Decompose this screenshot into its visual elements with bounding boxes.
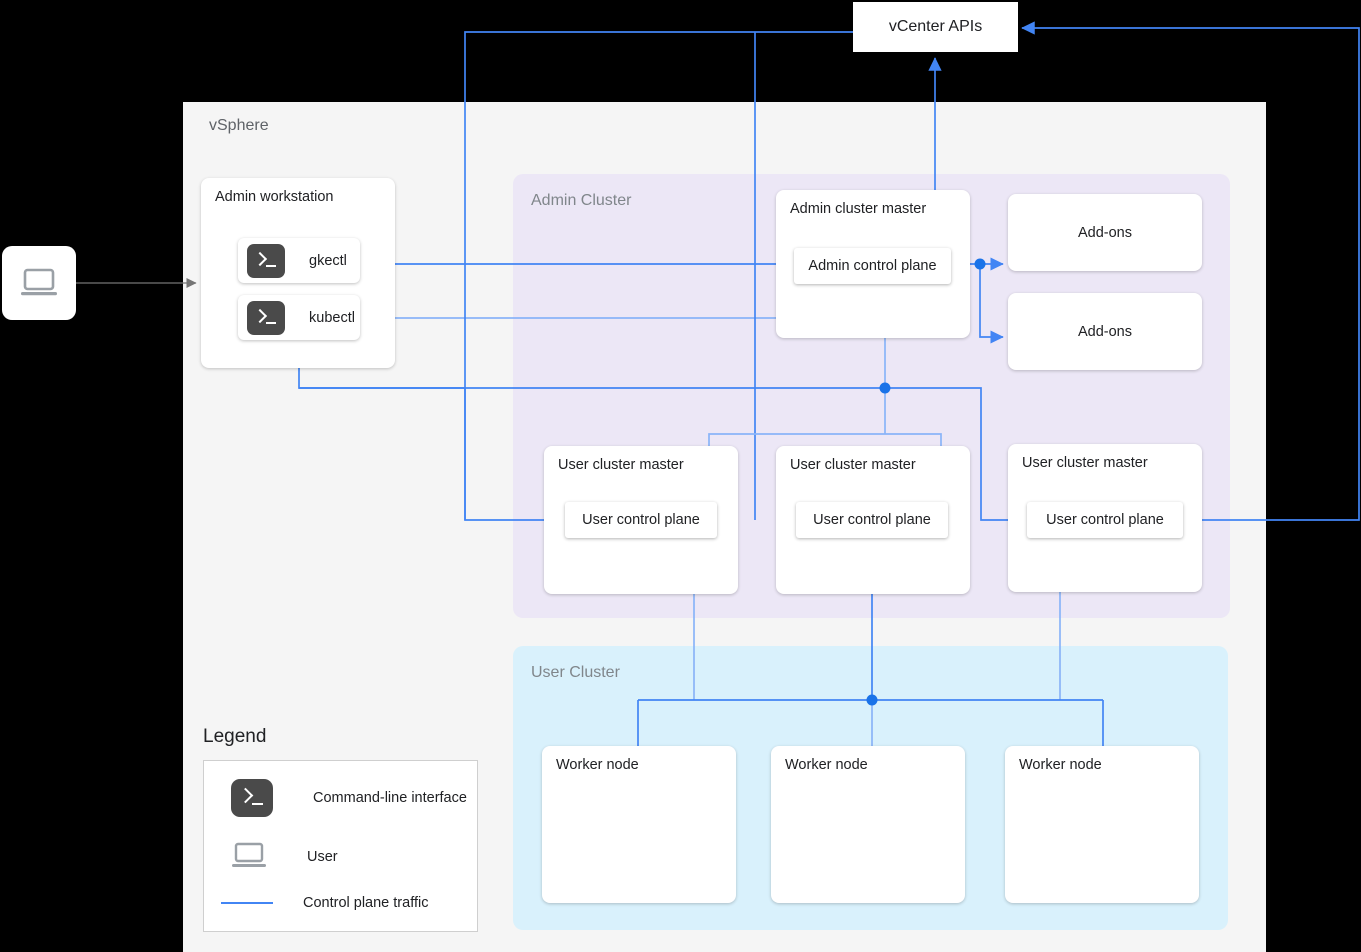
- admin-control-plane-label: Admin control plane: [808, 258, 937, 274]
- worker-node-title: Worker node: [785, 757, 868, 773]
- laptop-icon: [232, 842, 266, 867]
- worker-node-card-3[interactable]: Worker node: [1005, 746, 1199, 903]
- user-control-plane-node-1[interactable]: User control plane: [565, 502, 717, 538]
- user-control-plane-label: User control plane: [813, 512, 931, 528]
- line-icon: [221, 902, 273, 904]
- vcenter-apis-node[interactable]: vCenter APIs: [853, 2, 1018, 52]
- user-control-plane-node-2[interactable]: User control plane: [796, 502, 948, 538]
- addons-card-1[interactable]: Add-ons: [1008, 194, 1202, 271]
- user-cluster-master-title: User cluster master: [790, 457, 916, 473]
- addons-label: Add-ons: [1077, 224, 1132, 241]
- legend-item-cli: Command-line interface: [231, 779, 467, 817]
- terminal-icon: [247, 300, 285, 335]
- user-control-plane-label: User control plane: [582, 512, 700, 528]
- admin-cluster-label: Admin Cluster: [531, 192, 632, 209]
- legend-label: User: [307, 849, 338, 865]
- worker-node-title: Worker node: [556, 757, 639, 773]
- legend-title: Legend: [203, 726, 267, 747]
- cli-label: kubectl: [309, 309, 355, 326]
- cli-chip-kubectl[interactable]: kubectl: [238, 295, 360, 340]
- addons-label: Add-ons: [1077, 323, 1132, 340]
- cli-chip-gkectl[interactable]: gkectl: [238, 238, 360, 283]
- worker-node-card-1[interactable]: Worker node: [542, 746, 736, 903]
- user-node[interactable]: [2, 246, 76, 320]
- terminal-icon: [247, 243, 285, 278]
- legend-item-user: User: [231, 842, 338, 872]
- vcenter-apis-label: vCenter APIs: [888, 18, 983, 35]
- admin-cluster-master-title: Admin cluster master: [790, 201, 927, 217]
- admin-workstation-title: Admin workstation: [215, 189, 334, 205]
- legend-label: Control plane traffic: [303, 895, 429, 911]
- user-cluster-master-title: User cluster master: [1022, 455, 1148, 471]
- terminal-icon: [231, 779, 273, 817]
- cli-label: gkectl: [309, 252, 347, 269]
- user-control-plane-node-3[interactable]: User control plane: [1027, 502, 1183, 538]
- addons-card-2[interactable]: Add-ons: [1008, 293, 1202, 370]
- worker-node-card-2[interactable]: Worker node: [771, 746, 965, 903]
- laptop-icon: [21, 268, 57, 296]
- user-control-plane-label: User control plane: [1046, 512, 1164, 528]
- vsphere-label: vSphere: [209, 117, 269, 134]
- admin-control-plane-node[interactable]: Admin control plane: [794, 248, 951, 284]
- user-cluster-master-title: User cluster master: [558, 457, 684, 473]
- legend-label: Command-line interface: [313, 790, 467, 806]
- worker-node-title: Worker node: [1019, 757, 1102, 773]
- user-cluster-label: User Cluster: [531, 664, 620, 681]
- legend-item-traffic: Control plane traffic: [221, 895, 428, 911]
